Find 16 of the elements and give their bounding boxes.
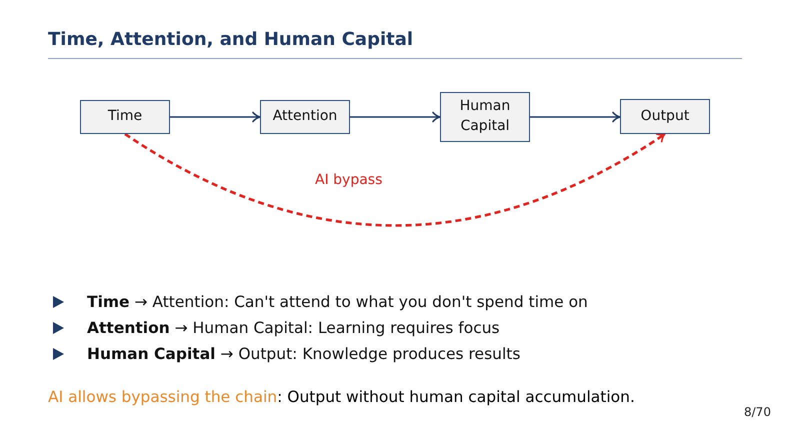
bullet-text: Human Capital → Output: Knowledge produces results — [87, 345, 520, 363]
bullet-text: Attention → Human Capital: Learning requires focus — [87, 319, 500, 337]
process-box — [620, 99, 710, 134]
box-label: Output — [640, 106, 690, 126]
bullet-text: Time → Attention: Can't attend to what you don't spend time on — [87, 293, 588, 311]
box-label: Attention — [272, 107, 338, 126]
page-number: 8/70 — [744, 405, 771, 419]
process-box — [440, 92, 530, 142]
highlighted-text: AI allows bypassing the chain — [48, 388, 278, 406]
process-box — [80, 100, 170, 134]
box-label: Time — [108, 107, 142, 126]
box-label: Human Capital — [458, 97, 512, 136]
edge-label: AI bypass — [313, 172, 384, 188]
note-text: : Output without human capital accumulation. — [277, 388, 635, 406]
slide-title: Time, Attention, and Human Capital — [48, 29, 414, 50]
process-box — [260, 100, 350, 134]
